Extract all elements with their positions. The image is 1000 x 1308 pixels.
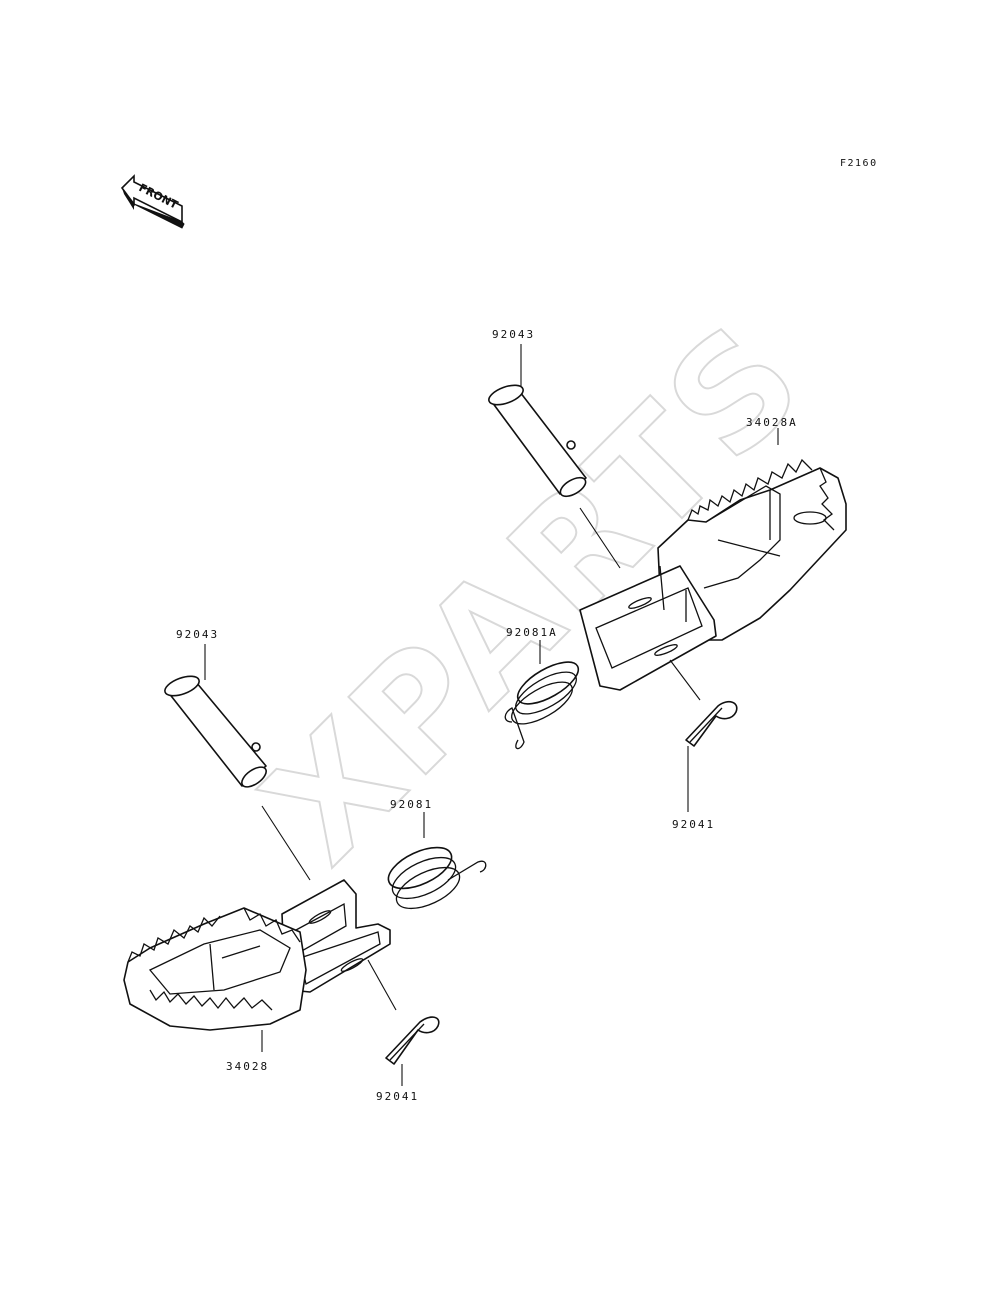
right-footpeg-label: 34028A — [746, 416, 798, 429]
right-spring-label: 92081A — [506, 626, 558, 639]
right-cotter-pin: 92041 — [669, 659, 738, 831]
right-pin: 92043 — [488, 328, 621, 569]
left-pin: 92043 — [164, 628, 311, 881]
right-footpeg: 34028A — [579, 416, 847, 691]
left-footpeg: 34028 — [123, 879, 397, 1073]
front-direction-arrow-icon: FRONT — [120, 174, 185, 229]
left-cotter-pin: 92041 — [376, 1016, 440, 1103]
right-spring: 92081A — [504, 626, 580, 750]
left-spring: 92081 — [387, 798, 487, 910]
left-spring-label: 92081 — [390, 798, 433, 811]
left-pin-label: 92043 — [176, 628, 219, 641]
figure-code: F2160 — [840, 158, 878, 169]
right-pin-label: 92043 — [492, 328, 535, 341]
left-cotter-pin-label: 92041 — [376, 1090, 419, 1103]
right-cotter-pin-label: 92041 — [672, 818, 715, 831]
left-footpeg-label: 34028 — [226, 1060, 269, 1073]
